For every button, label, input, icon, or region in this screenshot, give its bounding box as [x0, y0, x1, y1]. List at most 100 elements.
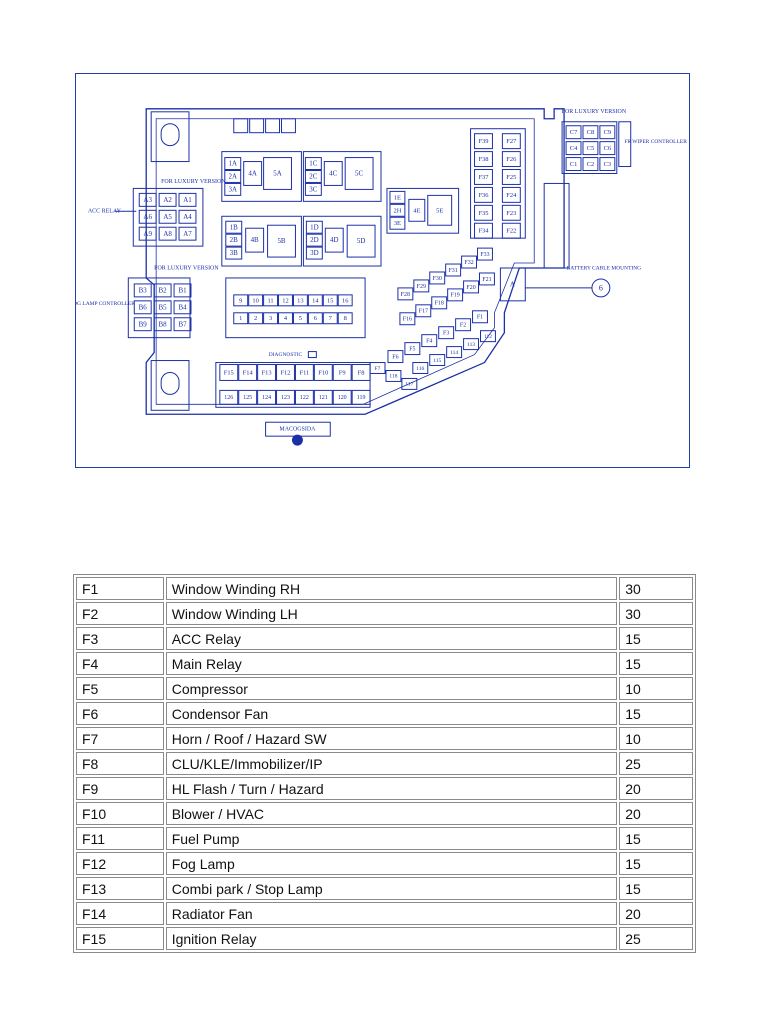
fuse-amps-cell: 10: [619, 727, 693, 750]
diag-fuse: [477, 247, 493, 261]
relay-pin-label: 1B: [230, 223, 238, 231]
relay-slot-label: 5B: [277, 237, 285, 245]
a-fuse-label: A8: [163, 230, 172, 238]
right-fuse: [501, 169, 521, 185]
diag-fuse-label: F2: [460, 323, 466, 329]
bottom-fuse-label: F10: [318, 369, 328, 376]
relay-pin: [305, 220, 323, 234]
connector-pin: [337, 312, 353, 325]
diag-fuse: [455, 318, 472, 332]
c-fuse: [565, 125, 582, 140]
mini-slot: [281, 118, 296, 134]
diag-fuse: [480, 330, 496, 343]
fuse-name-cell: Compressor: [165, 677, 618, 700]
diag-fuse-label: F33: [480, 252, 489, 258]
b-fuse: [153, 317, 172, 332]
diag-fuse: [385, 369, 402, 382]
right-fuse: [501, 222, 521, 239]
relay-pin-label: 1C: [309, 160, 317, 168]
right-fuse-label: F26: [506, 156, 517, 163]
relay-cluster-b: [221, 215, 302, 267]
fuse-amps-cell: 15: [619, 852, 693, 875]
relay-slot: [245, 227, 265, 253]
diag-fuse: [421, 334, 438, 348]
fuse-id-cell: F8: [76, 752, 164, 775]
relay-cluster-d: [302, 215, 382, 267]
connector-pin-label: 7: [329, 315, 333, 322]
bottom-fuse-label: F13: [262, 369, 272, 376]
diag-fuse-label: 113: [467, 342, 475, 348]
diag-fuse-label: F19: [450, 293, 459, 299]
right-fuse-label: F37: [478, 174, 489, 181]
bottom-fuse-label: F14: [243, 369, 254, 376]
right-fuse-label: F36: [478, 192, 489, 199]
diag-fuse: [404, 342, 421, 356]
connector-pin: [307, 294, 323, 307]
diag-fuse-label: F21: [482, 277, 491, 283]
relay-pin: [304, 157, 322, 171]
diag-fuse-label: 117: [405, 382, 413, 388]
a-fuse: [178, 209, 197, 224]
relay-pin-label: 3D: [310, 249, 319, 257]
connector-pin-label: 1: [239, 315, 242, 322]
bottom-number-label: 123: [281, 395, 290, 401]
diag-fuse-label: F1: [477, 315, 483, 321]
relay-slot-label: 4B: [251, 236, 259, 244]
b-fuse-label: B6: [139, 303, 148, 311]
right-fuse: [474, 169, 493, 185]
relay-pin: [389, 190, 406, 204]
fuse-name-cell: HL Flash / Turn / Hazard: [165, 777, 618, 800]
a-fuse: [178, 192, 197, 207]
relay-pin-label: 2H: [393, 207, 401, 214]
relay-slot-label: 5E: [436, 207, 443, 214]
bottom-fuse: [332, 364, 352, 381]
c-fuse-label: C9: [604, 129, 612, 136]
fuse-id-cell: F11: [76, 827, 164, 850]
diag-fuse: [446, 346, 463, 359]
fuse-name-cell: Window Winding RH: [165, 577, 618, 600]
diag-fuse: [463, 280, 480, 294]
relay-pin: [305, 233, 323, 247]
relay-pin: [389, 203, 406, 217]
connector-pin-label: 9: [239, 297, 242, 304]
connector-pin-label: 8: [344, 315, 347, 322]
luxury-label-3: FOR LUXURY VERSION: [562, 109, 627, 115]
fuse-amps-cell: 25: [619, 752, 693, 775]
relay-pin-label: 2C: [309, 173, 317, 181]
luxury-label: FOR LUXURY VERSION: [161, 179, 226, 185]
fuse-name-cell: Condensor Fan: [165, 702, 618, 725]
connector-pin: [248, 294, 264, 307]
a-fuse: [138, 209, 157, 224]
c-fuse: [599, 125, 616, 140]
diag-fuse-label: 115: [433, 358, 441, 364]
fuse-name-cell: Horn / Roof / Hazard SW: [165, 727, 618, 750]
relay-slot: [427, 194, 453, 226]
bottom-number: [238, 389, 258, 405]
fuse-id-cell: F1: [76, 577, 164, 600]
diag-fuse-label: F28: [401, 292, 410, 298]
bottom-number-label: 126: [224, 395, 233, 401]
relay-slot-label: 5D: [357, 237, 365, 245]
diag-fuse: [399, 312, 416, 326]
b-fuse: [173, 300, 192, 315]
right-fuse: [501, 151, 521, 168]
side-bracket: [543, 182, 570, 269]
mount-boss-bottom: [150, 360, 190, 411]
fuse-id-cell: F2: [76, 602, 164, 625]
fog-label: FR FOG LAMP CONTROLLER: [76, 301, 135, 307]
b-fuse-label: B9: [139, 320, 148, 328]
diag-fuse-label: F5: [409, 346, 415, 352]
diag-fuse: [463, 338, 480, 351]
c-fuse-label: C4: [570, 145, 578, 152]
fuse-amps-cell: 15: [619, 627, 693, 650]
fuse-amps-cell: 20: [619, 902, 693, 925]
bottom-fuse-label: F15: [224, 369, 234, 376]
mount-hole-top: [160, 123, 180, 147]
